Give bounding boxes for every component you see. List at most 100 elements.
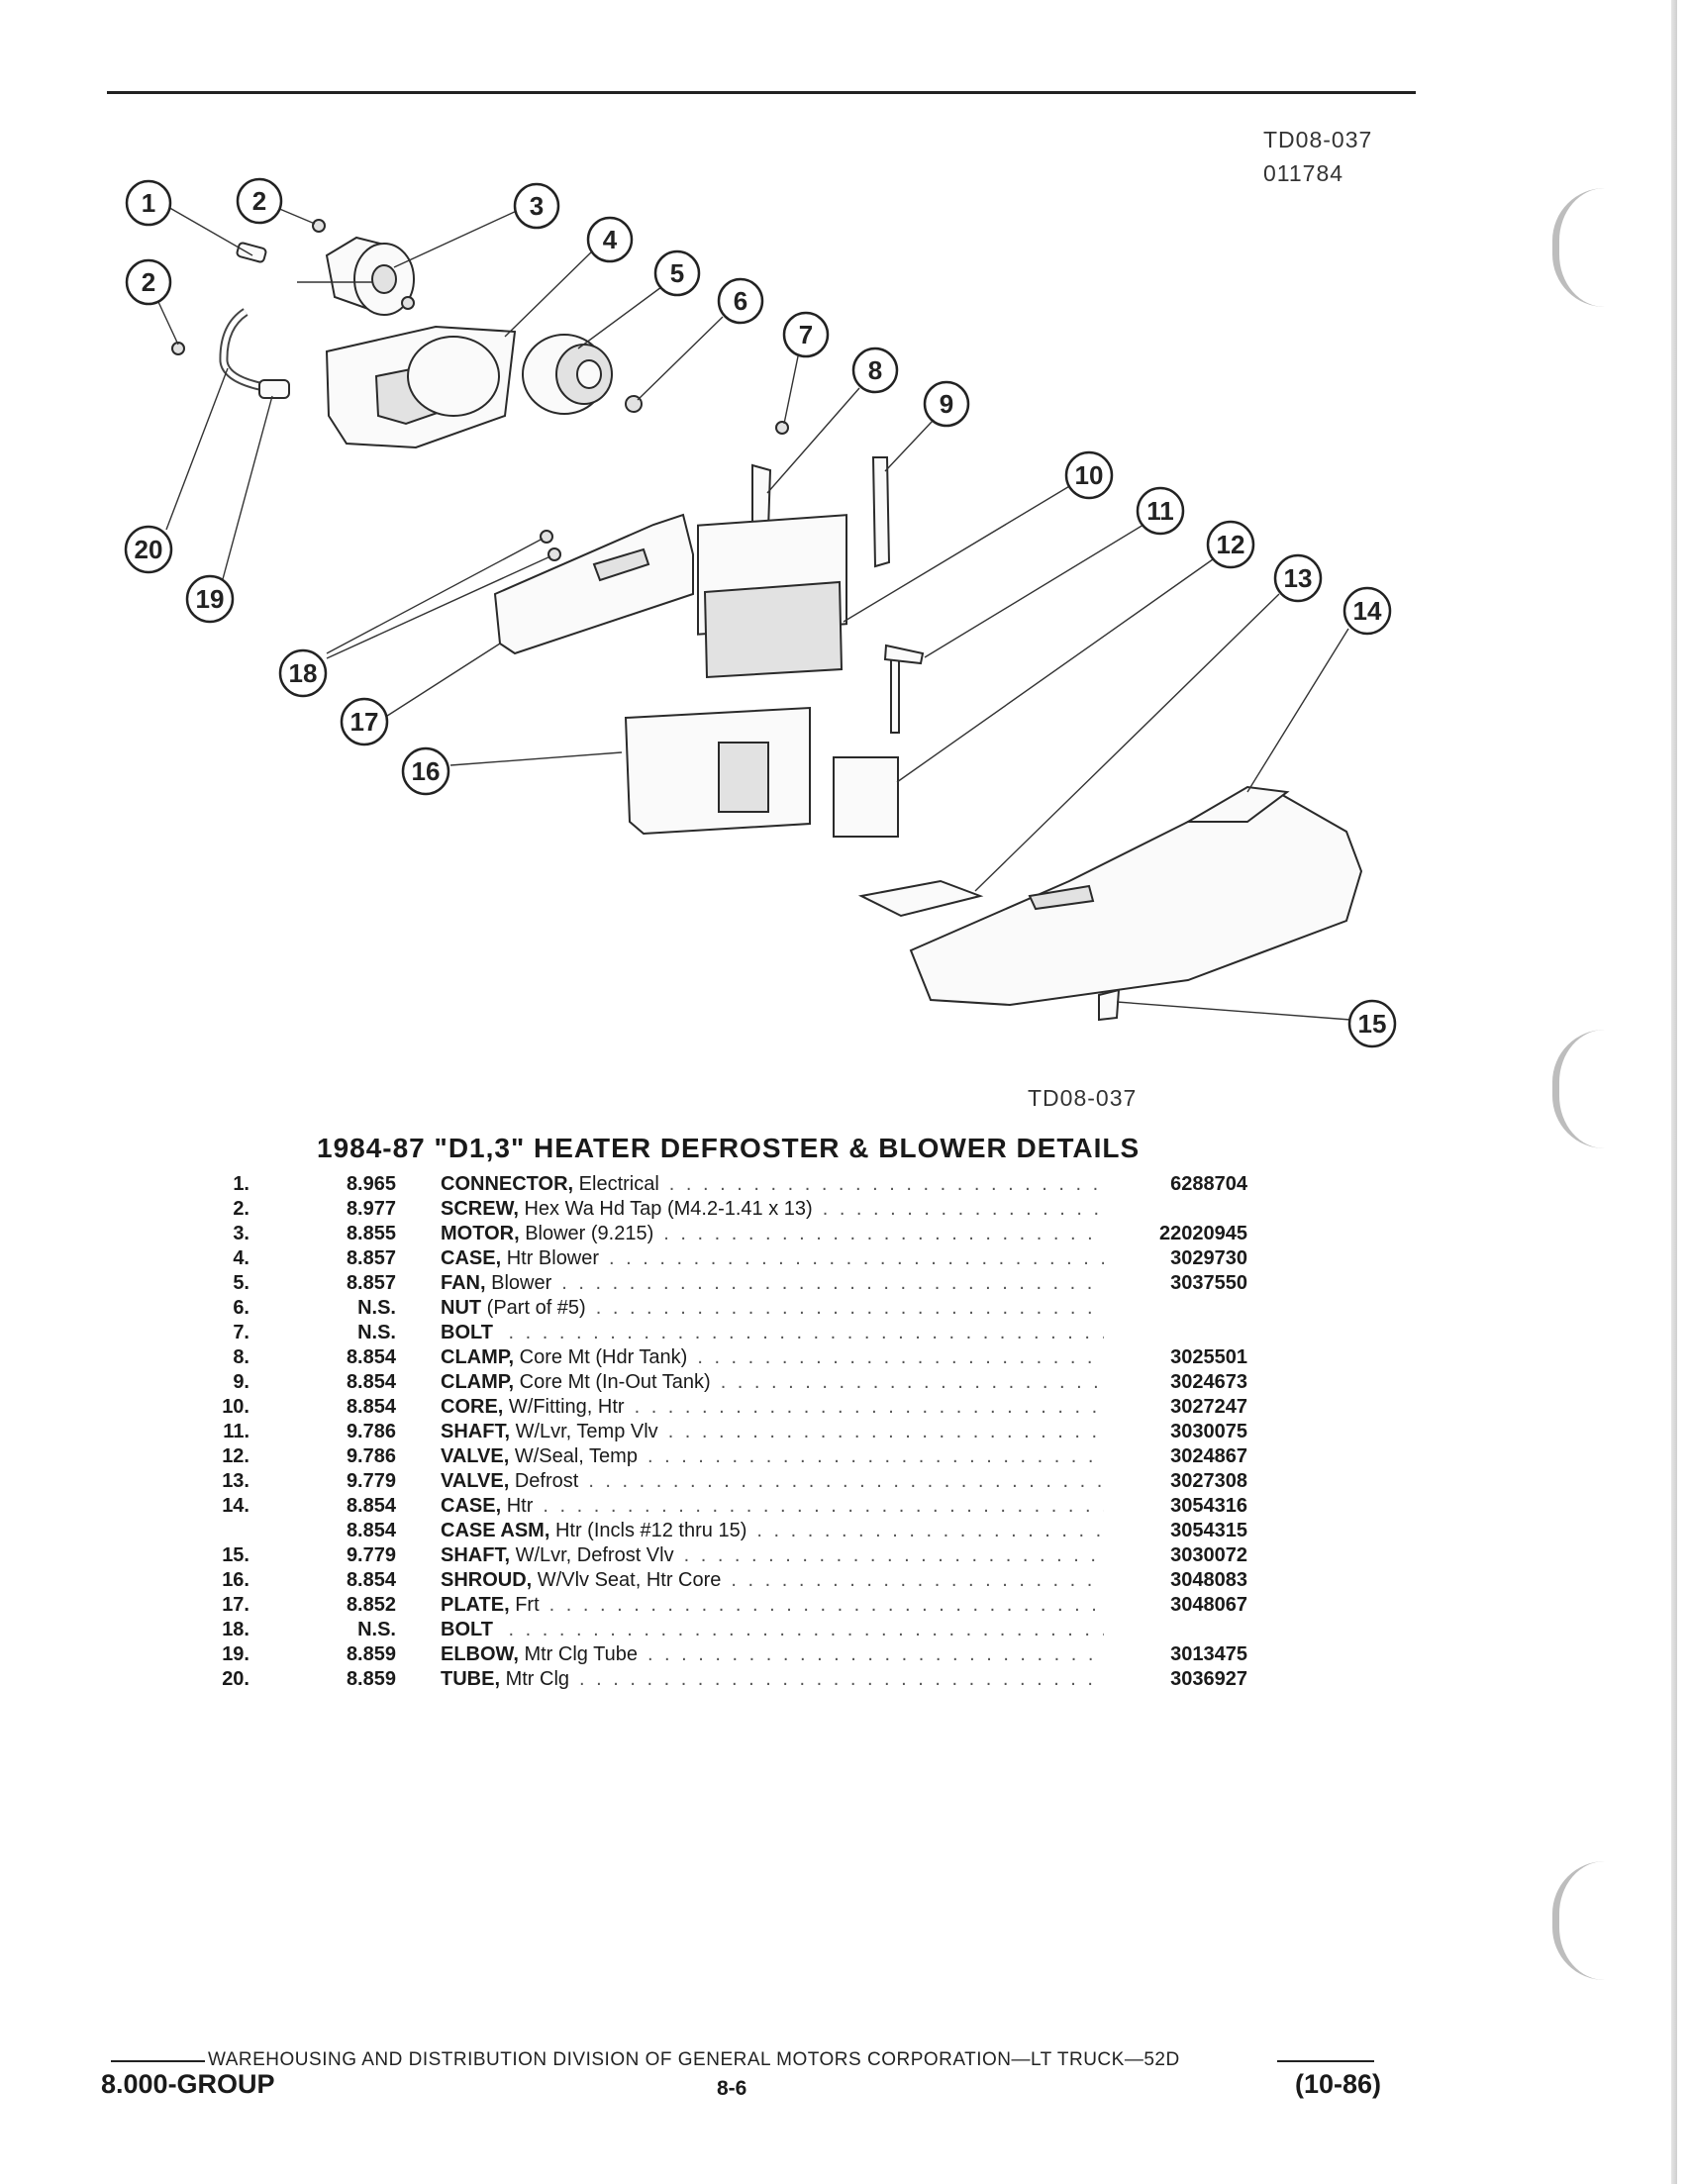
footer-dash-left bbox=[111, 2060, 205, 2062]
part-name: CLAMP, bbox=[441, 1346, 515, 1368]
front-plate bbox=[493, 513, 694, 655]
part-detail: Blower bbox=[491, 1272, 552, 1294]
leader-dots: . . . . . . . . . . . . . . . . . . . . … bbox=[588, 1470, 1104, 1492]
part-detail: Core Mt (Hdr Tank) bbox=[519, 1346, 688, 1368]
callout-2b: 2 bbox=[125, 258, 172, 306]
leader-dots: . . . . . . . . . . . . . . . . . . . . … bbox=[756, 1520, 1104, 1541]
part-name: CLAMP, bbox=[441, 1371, 515, 1393]
part-detail: Hex Wa Hd Tap (M4.2-1.41 x 13) bbox=[524, 1198, 813, 1220]
item-number: 18. bbox=[222, 1619, 249, 1640]
group-number: 8.854 bbox=[346, 1495, 396, 1517]
part-name: SCREW, bbox=[441, 1198, 519, 1220]
callout-12: 12 bbox=[1206, 520, 1255, 569]
callout-18: 18 bbox=[278, 648, 328, 698]
part-number: 22020945 bbox=[1159, 1223, 1247, 1244]
part-description: CASE, Htr. . . . . . . . . . . . . . . .… bbox=[441, 1494, 1104, 1519]
heater-case bbox=[909, 785, 1363, 1007]
callout-5: 5 bbox=[653, 249, 701, 297]
callout-9: 9 bbox=[923, 380, 970, 428]
group-number: 8.977 bbox=[346, 1198, 396, 1220]
leader-dots: . . . . . . . . . . . . . . . . . . . . … bbox=[697, 1346, 1104, 1368]
part-name: CASE ASM, bbox=[441, 1520, 550, 1541]
leader-dots: . . . . . . . . . . . . . . . . . . . . … bbox=[508, 1619, 1104, 1640]
part-name: PLATE, bbox=[441, 1594, 510, 1616]
item-number: 10. bbox=[222, 1396, 249, 1418]
footer-group: 8.000-GROUP bbox=[101, 2069, 275, 2099]
part-detail: Core Mt (In-Out Tank) bbox=[519, 1371, 711, 1393]
callout-label: 17 bbox=[350, 707, 379, 737]
callout-14: 14 bbox=[1342, 586, 1392, 636]
callout-13: 13 bbox=[1273, 553, 1323, 603]
item-number: 11. bbox=[223, 1421, 249, 1442]
item-number: 20. bbox=[222, 1668, 249, 1690]
leader-dots: . . . . . . . . . . . . . . . . . . . . … bbox=[663, 1223, 1104, 1244]
leader-dots: . . . . . . . . . . . . . . . . . . . . … bbox=[595, 1297, 1104, 1319]
part-number: 3037550 bbox=[1170, 1272, 1247, 1294]
callout-2: 2 bbox=[236, 177, 283, 225]
part-name: SHAFT, bbox=[441, 1421, 510, 1442]
callout-16: 16 bbox=[401, 746, 450, 796]
part-description: SHAFT, W/Lvr, Defrost Vlv. . . . . . . .… bbox=[441, 1543, 1104, 1568]
item-number: 5. bbox=[233, 1272, 249, 1294]
item-number: 17. bbox=[222, 1594, 249, 1616]
part-detail: W/Seal, Temp bbox=[514, 1445, 638, 1467]
defrost-shaft bbox=[1098, 988, 1121, 1022]
part-detail: Defrost bbox=[514, 1470, 579, 1492]
part-description: SHAFT, W/Lvr, Temp Vlv . . . . . . . . . … bbox=[441, 1420, 1104, 1444]
binder-hole bbox=[1552, 188, 1605, 307]
part-number: 3054315 bbox=[1170, 1520, 1247, 1541]
table-row: 7.N.S.BOLT . . . . . . . . . . . . . . .… bbox=[198, 1321, 1257, 1345]
footer-date: (10-86) bbox=[1295, 2069, 1382, 2099]
part-number: 3048067 bbox=[1170, 1594, 1247, 1616]
group-number: 8.855 bbox=[346, 1223, 396, 1244]
part-detail: W/Lvr, Temp Vlv bbox=[515, 1421, 658, 1442]
callout-1: 1 bbox=[125, 179, 172, 227]
group-number: N.S. bbox=[357, 1322, 396, 1343]
leader-dots: . . . . . . . . . . . . . . . . . . . . … bbox=[668, 1173, 1104, 1195]
group-number: 9.786 bbox=[346, 1445, 396, 1467]
group-number: 9.779 bbox=[346, 1470, 396, 1492]
callout-8: 8 bbox=[851, 347, 899, 394]
callout-label: 10 bbox=[1075, 460, 1104, 490]
part-number: 3030072 bbox=[1170, 1544, 1247, 1566]
item-number: 3. bbox=[233, 1223, 249, 1244]
part-description: CASE ASM, Htr (Incls #12 thru 15). . . .… bbox=[441, 1519, 1104, 1543]
part-name: VALVE, bbox=[441, 1470, 510, 1492]
group-number: 8.857 bbox=[346, 1247, 396, 1269]
group-number: 8.854 bbox=[346, 1520, 396, 1541]
callout-label: 16 bbox=[412, 756, 441, 786]
part-detail: W/Lvr, Defrost Vlv bbox=[515, 1544, 674, 1566]
item-number: 9. bbox=[233, 1371, 249, 1393]
footer-publisher: WAREHOUSING AND DISTRIBUTION DIVISION OF… bbox=[208, 2049, 1180, 2070]
group-number: 8.857 bbox=[346, 1272, 396, 1294]
part-detail: (Part of #5) bbox=[486, 1297, 586, 1319]
group-number: 8.965 bbox=[346, 1173, 396, 1195]
callout-4: 4 bbox=[586, 216, 634, 263]
group-number: 9.786 bbox=[346, 1421, 396, 1442]
part-name: BOLT bbox=[441, 1619, 493, 1640]
callout-label: 4 bbox=[603, 225, 618, 254]
callout-label: 14 bbox=[1353, 596, 1382, 626]
leader-dots: . . . . . . . . . . . . . . . . . . . . … bbox=[646, 1445, 1104, 1467]
part-description: PLATE, Frt. . . . . . . . . . . . . . . … bbox=[441, 1593, 1104, 1618]
page-number: 8-6 bbox=[717, 2077, 747, 2100]
screws bbox=[171, 219, 415, 355]
leader-dots: . . . . . . . . . . . . . . . . . . . . … bbox=[667, 1421, 1104, 1442]
exploded-parts-diagram: 1 2 2 3 4 5 6 7 8 9 10 11 12 13 14 15 16… bbox=[124, 177, 1397, 1048]
item-number: 2. bbox=[233, 1198, 249, 1220]
table-row: 11. 9.786 SHAFT, W/Lvr, Temp Vlv . . . . . … bbox=[198, 1420, 1257, 1444]
figure-ref-date: 011784 bbox=[1263, 160, 1344, 186]
leader-dots: . . . . . . . . . . . . . . . . . . . . … bbox=[508, 1322, 1104, 1343]
part-description: BOLT . . . . . . . . . . . . . . . . . .… bbox=[441, 1321, 1104, 1345]
item-number: 4. bbox=[233, 1247, 249, 1269]
part-name: FAN, bbox=[441, 1272, 486, 1294]
table-row: 6.N.S.NUT (Part of #5). . . . . . . . . … bbox=[198, 1296, 1257, 1321]
figure-ref-code-bottom: TD08-037 bbox=[1028, 1085, 1138, 1111]
heater-core-shroud bbox=[624, 706, 811, 836]
